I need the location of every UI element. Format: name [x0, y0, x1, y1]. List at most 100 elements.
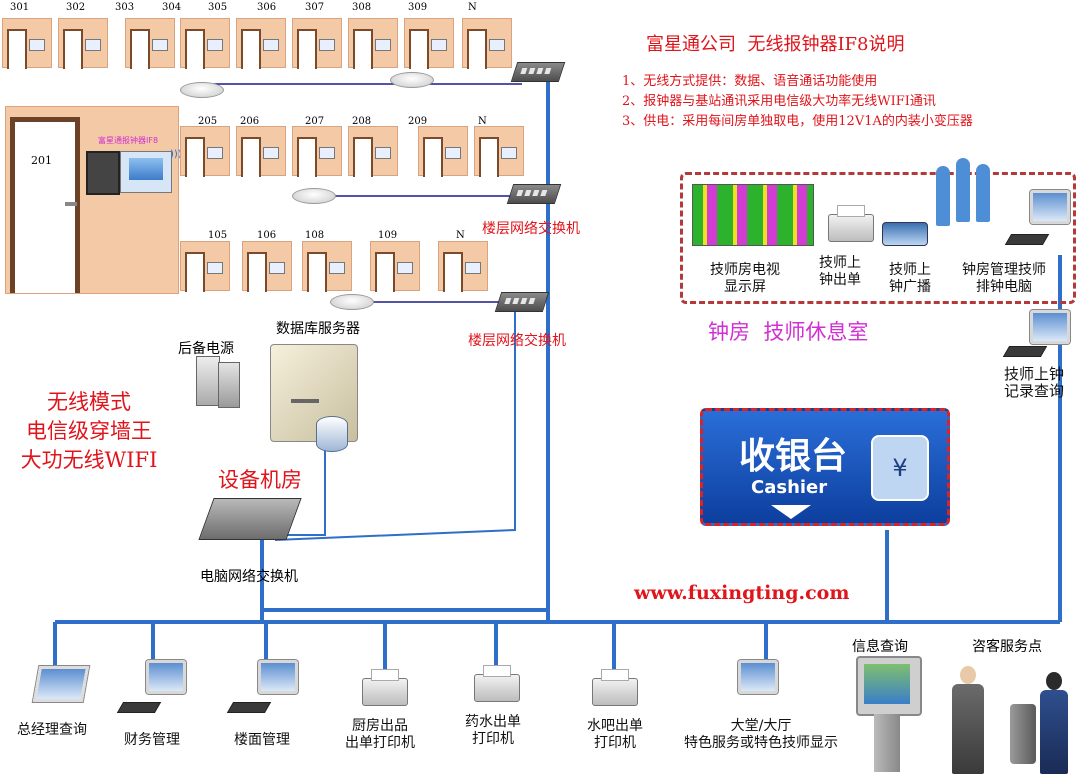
clock-room-box: [680, 172, 1076, 304]
pc-switch-icon: [198, 498, 302, 540]
printer-icon: [474, 665, 520, 702]
room-number: 209: [408, 116, 428, 127]
cashier-subtitle: Cashier: [751, 477, 828, 498]
laptop-icon: [32, 666, 90, 702]
room-tile: [125, 18, 175, 69]
page-title: 富星通公司 无线报钟器IF8说明: [646, 34, 905, 55]
note-line: 3、供电：采用每间房单独取电，使用12V1A的内装小变压器: [622, 114, 973, 129]
room-number: N: [468, 2, 477, 13]
wireless-features: 无线模式电信级穿墙王大功无线WIFI: [20, 390, 158, 472]
wireless-ap: [330, 294, 374, 310]
room-tile: [348, 18, 398, 69]
gm-query-label: 总经理查询: [17, 722, 87, 738]
room-number: 307: [305, 2, 325, 13]
floor-switch: [510, 62, 566, 82]
floor-switch: [506, 184, 562, 204]
room-tile: [404, 18, 454, 69]
room-number: 301: [10, 2, 30, 13]
room-tile: [302, 241, 352, 292]
room-number: 105: [208, 230, 228, 241]
website-url[interactable]: www.fuxingting.com: [634, 582, 850, 604]
printer-icon: [592, 669, 638, 706]
room-tile: [462, 18, 512, 69]
info-kiosk-icon: [856, 656, 922, 774]
technicians-icon: [936, 156, 1006, 232]
if8-device: [86, 151, 174, 195]
room-tile: [292, 18, 342, 69]
wireless-ap: [180, 82, 224, 98]
room-number: N: [456, 230, 465, 241]
room-201-feature: 201 富星通报钟器IF8 ))): [5, 106, 182, 294]
room-201-door: 201: [10, 117, 80, 293]
room-tile: [418, 126, 468, 177]
room-tile: [474, 126, 524, 177]
room-number: 309: [408, 2, 428, 13]
room-number: 206: [240, 116, 260, 127]
finance-label: 财务管理: [124, 732, 180, 748]
cashier-sign: 收银台 Cashier ¥: [700, 408, 950, 526]
monitor-icon: [1030, 190, 1070, 224]
db-server-label: 数据库服务器: [276, 321, 360, 337]
cashier-hand-icon: ¥: [871, 435, 929, 501]
monitor-icon: [738, 660, 778, 694]
monitor-icon: [1030, 310, 1070, 344]
room-tile: [236, 18, 286, 69]
printer-icon: [362, 669, 408, 706]
pc-switch-label: 电脑网络交换机: [200, 569, 298, 585]
keyboard-icon: [1002, 346, 1048, 357]
room-tile: [438, 241, 488, 292]
monitor-icon: [258, 660, 298, 694]
room-tile: [370, 241, 420, 292]
tv-display-label: 技师房电视显示屏: [710, 262, 780, 295]
room-number: 308: [352, 2, 372, 13]
receptionist-icon: [1036, 672, 1072, 776]
cashier-title: 收银台: [739, 436, 848, 477]
businessman-icon: [950, 666, 986, 776]
if8-label: 富星通报钟器IF8: [98, 136, 159, 145]
floor-mgmt-label: 楼面管理: [234, 732, 290, 748]
equipment-room-label: 设备机房: [218, 468, 302, 492]
room-number: 109: [378, 230, 398, 241]
printer-label: 技师上钟出单: [819, 255, 861, 288]
room-tile: [180, 126, 230, 177]
notes-list: 1、无线方式提供：数据、语音通话功能使用 2、报钟器与基站通讯采用电信级大功率无…: [622, 72, 973, 132]
bar-printer-label: 水吧出单打印机: [587, 718, 643, 751]
room-number: 305: [208, 2, 228, 13]
drinks-printer-label: 药水出单打印机: [465, 714, 521, 747]
database-icon: [316, 416, 348, 452]
tv-display: [692, 184, 814, 246]
record-query-label: 技师上钟记录查询: [1003, 365, 1064, 400]
floor-switch: [494, 292, 550, 312]
room-number: 306: [257, 2, 277, 13]
room-number: 208: [352, 116, 372, 127]
room-number: 108: [305, 230, 325, 241]
note-line: 2、报钟器与基站通讯采用电信级大功率无线WIFI通讯: [622, 94, 936, 109]
kiosk-terminal-icon: [1010, 704, 1036, 764]
keyboard-icon: [1004, 234, 1050, 245]
room-tile: [2, 18, 52, 69]
info-query-label: 信息查询: [852, 639, 908, 655]
room-tile: [242, 241, 292, 292]
floor-switch-label: 楼层网络交换机: [468, 333, 566, 349]
note-line: 1、无线方式提供：数据、语音通话功能使用: [622, 74, 878, 89]
wireless-ap: [292, 188, 336, 204]
wireless-ap: [390, 72, 434, 88]
keyboard-icon: [116, 702, 162, 713]
room-number: 205: [198, 116, 218, 127]
room-tile: [58, 18, 108, 69]
room-number: N: [478, 116, 487, 127]
room-number: 304: [162, 2, 182, 13]
room-tile: [180, 18, 230, 69]
room-number: 303: [115, 2, 135, 13]
backup-power-label: 后备电源: [178, 341, 234, 357]
room-number: 106: [257, 230, 277, 241]
printer-icon: [828, 205, 874, 242]
kitchen-printer-label: 厨房出品出单打印机: [345, 718, 415, 751]
backup-power-icon: [196, 356, 244, 408]
room-tile: [236, 126, 286, 177]
room-tile: [348, 126, 398, 177]
service-point-label: 咨客服务点: [972, 639, 1042, 655]
room-number: 302: [66, 2, 86, 13]
keyboard-icon: [226, 702, 272, 713]
